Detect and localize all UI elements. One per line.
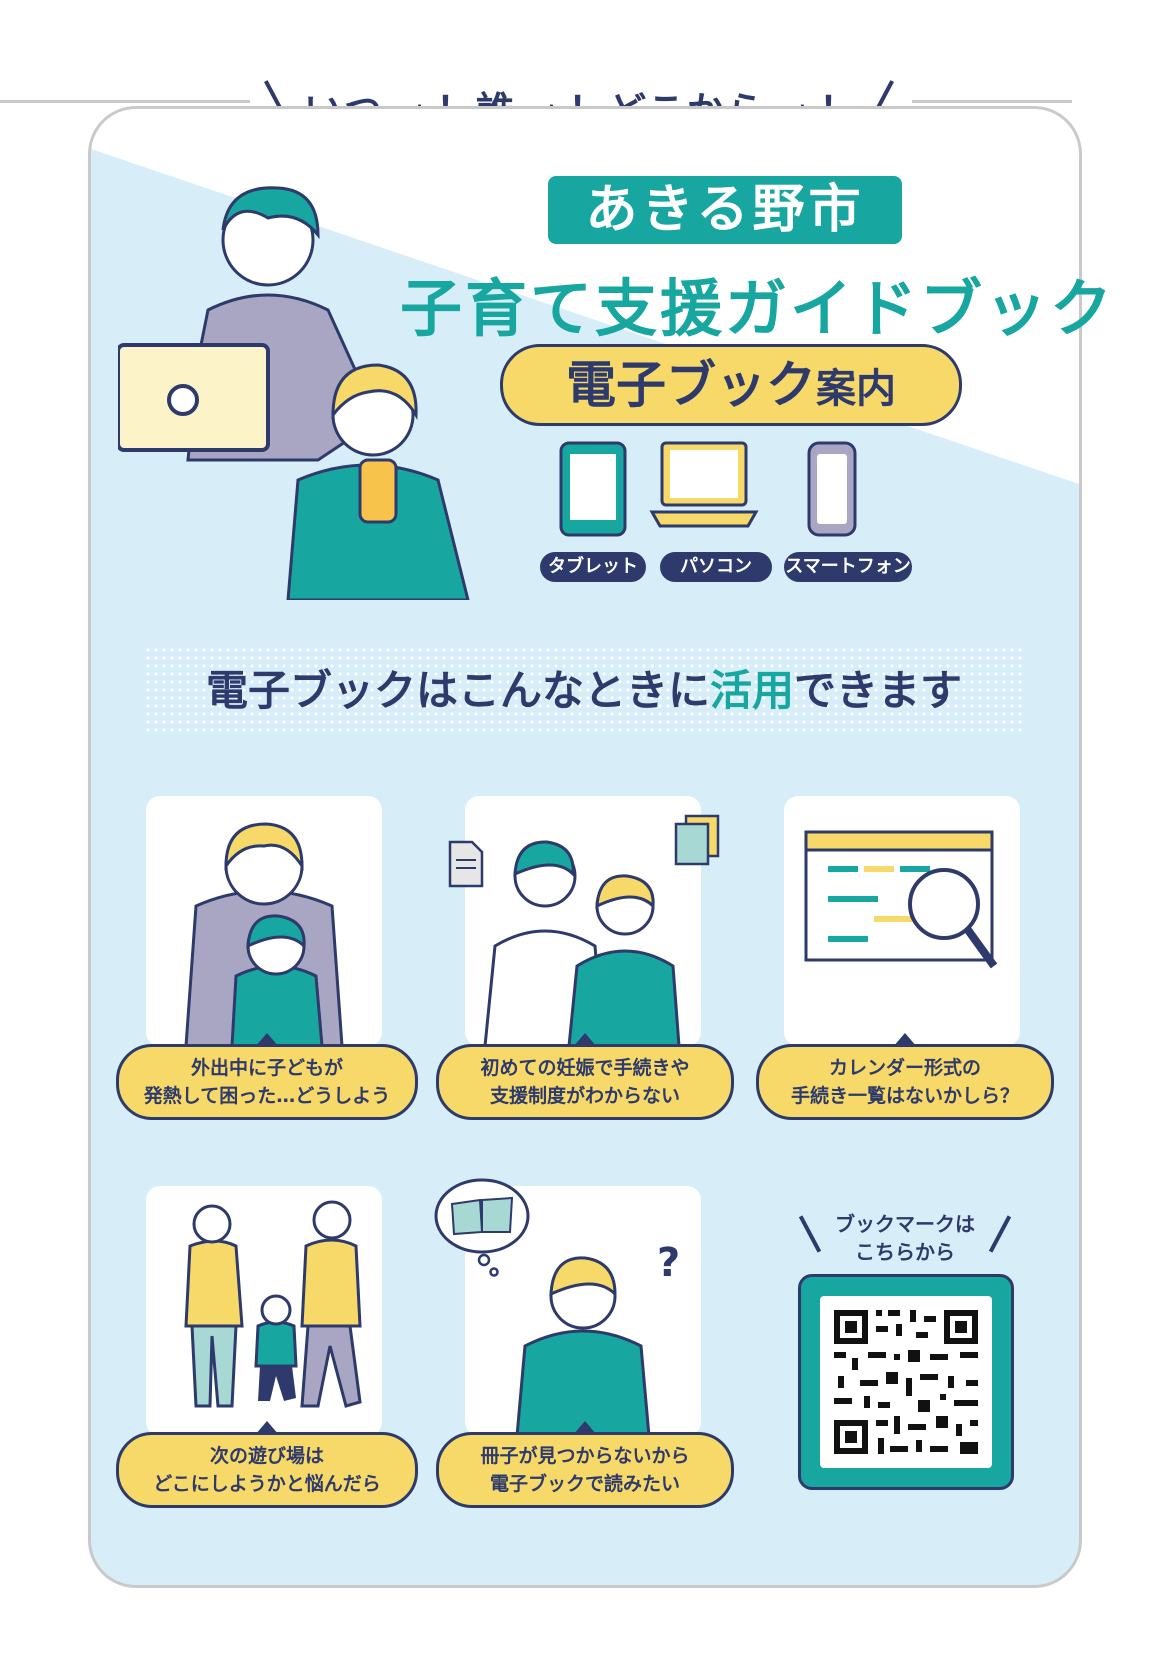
ebook-guide-badge: 電子ブック案内 bbox=[500, 344, 962, 426]
document-icon bbox=[448, 840, 484, 888]
woman-thinking-illustration: ? bbox=[515, 1240, 680, 1436]
speech-bubble-fever: 外出中に子どもが発熱して困った…どうしよう bbox=[116, 1033, 418, 1120]
tablet-icon bbox=[559, 441, 627, 537]
bookmark-label: ブックマークはこちらから bbox=[835, 1212, 975, 1264]
tagline-line-right bbox=[912, 100, 1072, 103]
documents-icon bbox=[674, 814, 720, 866]
device-label-pc: パソコン bbox=[660, 552, 772, 582]
couple-thinking-illustration bbox=[483, 840, 681, 1046]
hero-illustration bbox=[118, 186, 470, 600]
calendar-magnifier-illustration bbox=[804, 830, 998, 969]
guidebook-title: 子育て支援ガイドブック bbox=[400, 272, 1116, 345]
scenario-panel-booklet: ? bbox=[465, 1186, 701, 1436]
scenario-panel-pregnancy bbox=[465, 796, 701, 1046]
family-walking-illustration bbox=[184, 1200, 362, 1408]
smartphone-icon bbox=[807, 441, 857, 537]
tagline-line-left bbox=[0, 100, 250, 103]
speech-bubble-calendar: カレンダー形式の手続き一覧はないかしら？ bbox=[756, 1033, 1054, 1120]
svg-text:?: ? bbox=[657, 1240, 680, 1286]
speech-bubble-playground: 次の遊び場はどこにしようかと悩んだら bbox=[116, 1421, 418, 1508]
city-title: あきる野市 bbox=[548, 176, 902, 244]
device-label-tablet: タブレット bbox=[540, 552, 646, 582]
qr-code[interactable] bbox=[820, 1296, 992, 1468]
device-label-smartphone: スマートフォン bbox=[784, 552, 912, 582]
speech-bubble-pregnancy: 初めての妊娠で手続きや支援制度がわからない bbox=[436, 1033, 734, 1120]
scenario-panel-calendar bbox=[784, 796, 1020, 1046]
parent-child-fever-illustration bbox=[184, 822, 344, 1046]
qr-code-frame[interactable] bbox=[798, 1274, 1014, 1490]
scenario-panel-fever bbox=[146, 796, 382, 1046]
usage-heading: 電子ブックはこんなときに活用できます bbox=[144, 646, 1024, 736]
thought-bubble-book-icon bbox=[434, 1178, 530, 1277]
laptop-icon bbox=[649, 441, 759, 528]
scenario-panel-playground bbox=[146, 1186, 382, 1436]
speech-bubble-booklet: 冊子が見つからないから電子ブックで読みたい bbox=[436, 1421, 734, 1508]
qr-code-area[interactable] bbox=[820, 1296, 992, 1468]
